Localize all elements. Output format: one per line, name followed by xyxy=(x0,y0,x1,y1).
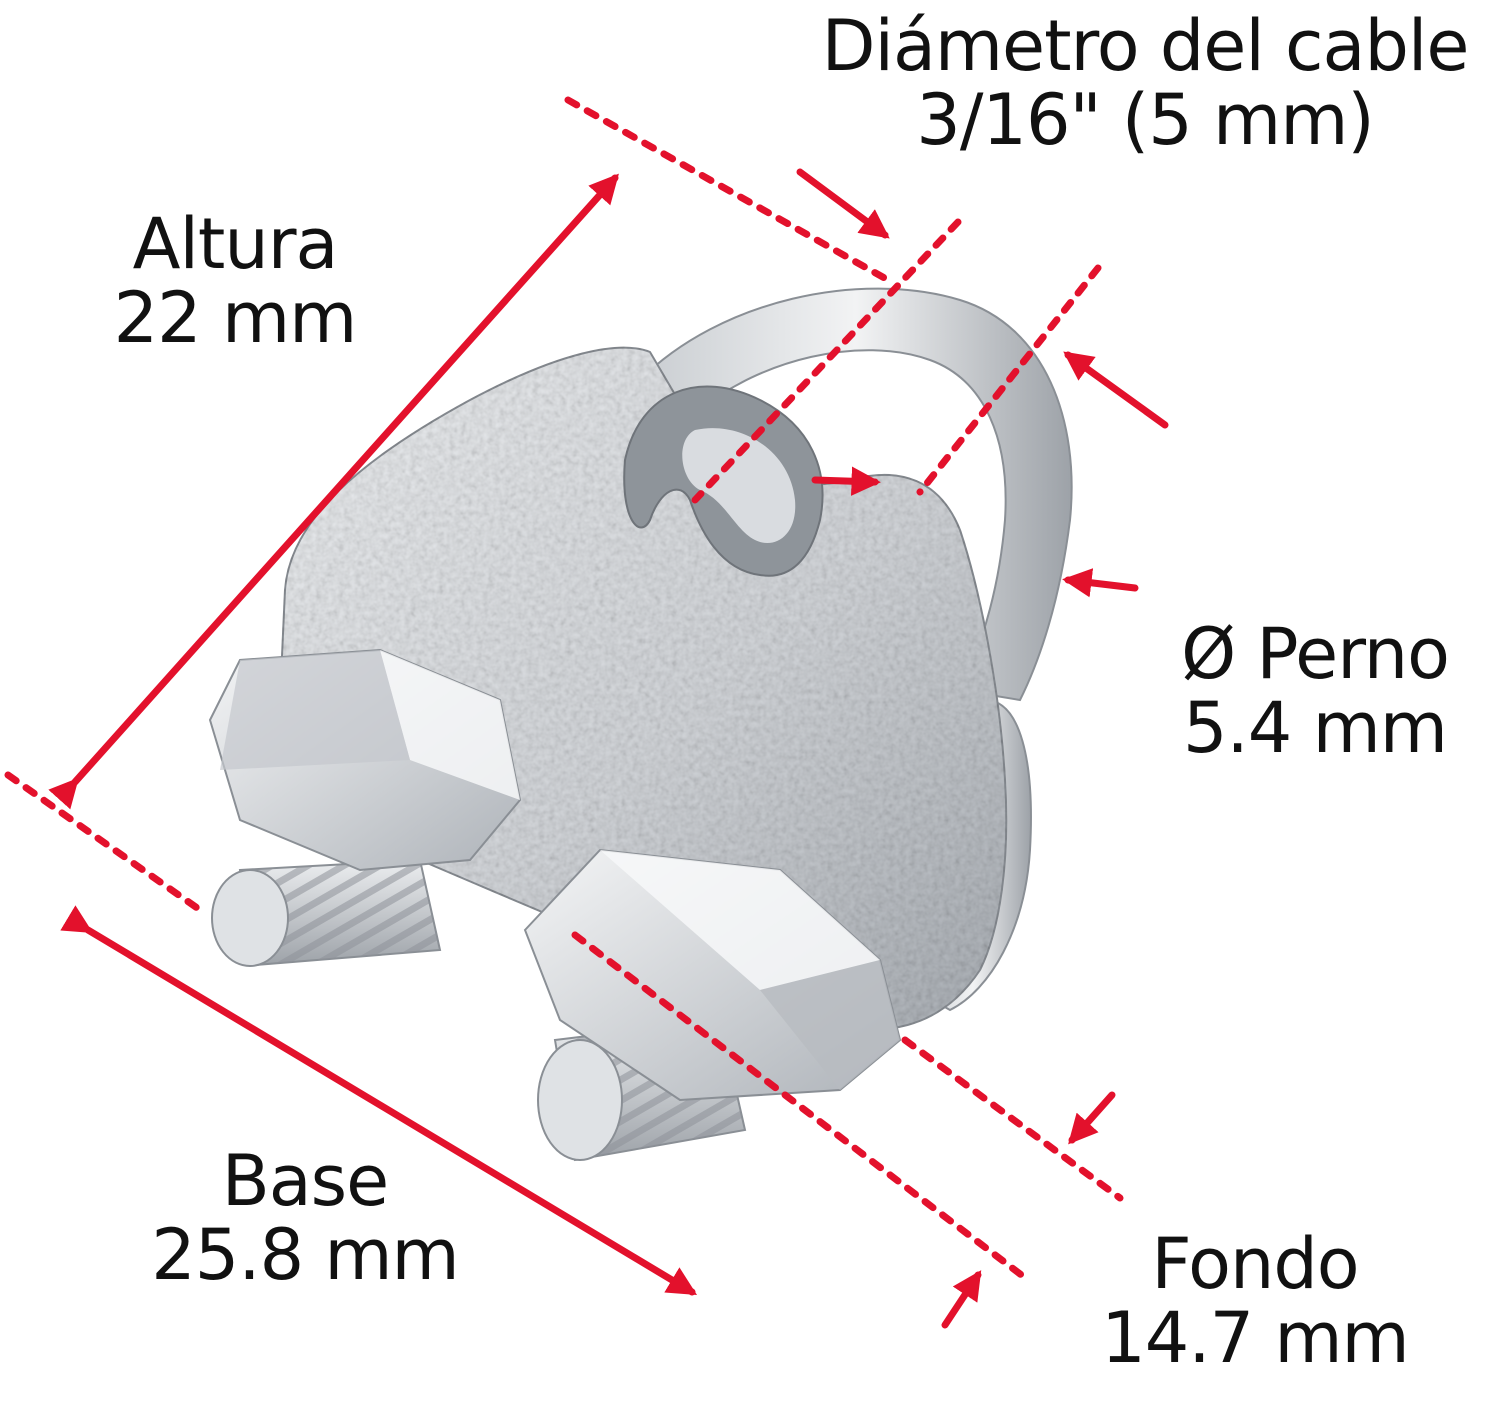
base-label: Base 25.8 mm xyxy=(130,1140,480,1296)
altura-label: Altura 22 mm xyxy=(90,203,380,359)
dimension-markup xyxy=(4,96,1169,1329)
cable-hole-inner xyxy=(682,428,796,544)
u-bolt-bow xyxy=(638,287,1073,702)
altura-title: Altura xyxy=(132,203,339,285)
perno-title: Ø Perno xyxy=(1181,613,1450,695)
perno-value: 5.4 mm xyxy=(1183,686,1448,769)
fondo-arrow-top xyxy=(1068,1091,1116,1145)
base-dimension-arrow xyxy=(60,905,698,1296)
cable-diameter-value: 3/16" (5 mm) xyxy=(916,78,1374,161)
cable-diameter-title: Diámetro del cable xyxy=(821,5,1470,87)
base-value: 25.8 mm xyxy=(151,1213,460,1296)
cable-arrow-hole xyxy=(811,466,881,496)
fondo-arrow-bottom xyxy=(941,1270,982,1329)
fondo-extension-2 xyxy=(901,1036,1124,1202)
perno-arrow-top xyxy=(1063,351,1169,429)
altura-extension-bottom xyxy=(4,771,204,914)
perno-extension-line xyxy=(916,264,1102,496)
fondo-value: 14.7 mm xyxy=(1101,1296,1410,1379)
cable-extension-line xyxy=(691,218,962,504)
altura-value: 22 mm xyxy=(113,276,358,359)
fondo-label: Fondo 14.7 mm xyxy=(1085,1223,1425,1379)
fondo-extension-1 xyxy=(571,931,1032,1284)
altura-dimension-arrow xyxy=(48,173,619,810)
base-title: Base xyxy=(221,1140,389,1222)
cable-arrow-top xyxy=(796,168,890,239)
cable-diameter-label: Diámetro del cable 3/16" (5 mm) xyxy=(790,5,1500,161)
wire-rope-clip xyxy=(208,287,1073,1162)
perno-label: Ø Perno 5.4 mm xyxy=(1150,613,1480,769)
fondo-title: Fondo xyxy=(1151,1223,1359,1305)
left-threaded-stud xyxy=(211,858,442,967)
perno-arrow-bottom xyxy=(1062,568,1139,598)
altura-extension-top xyxy=(564,96,892,284)
